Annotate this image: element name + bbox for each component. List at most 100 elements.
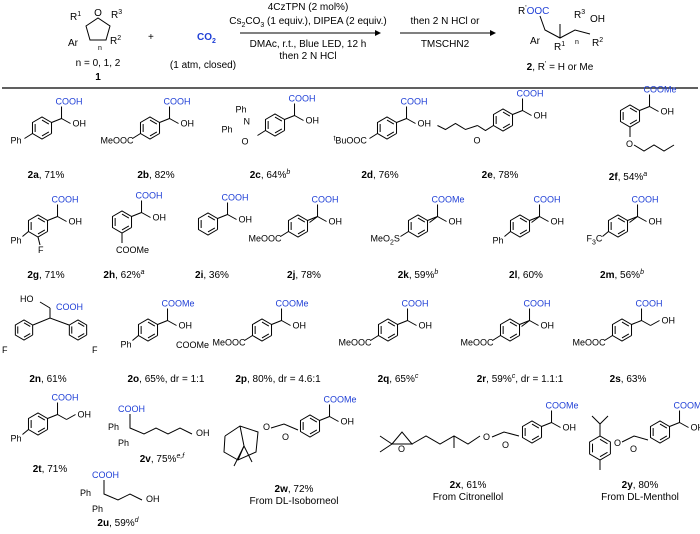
hydroxyl-group: OH (661, 107, 675, 117)
fluoro-group: F (2, 345, 8, 355)
aromatic-bond (309, 429, 318, 435)
epoxide-ring (391, 431, 414, 445)
aromatic-bond (77, 322, 85, 327)
co2-conditions: (1 atm, closed) (170, 60, 236, 71)
aromatic-bond (387, 333, 396, 339)
bond (669, 422, 680, 427)
plus-sign: + (148, 32, 154, 43)
bond (541, 422, 552, 427)
carbonyl-o: O (282, 432, 289, 442)
aromatic-bond (207, 227, 216, 233)
bond (522, 110, 532, 116)
benzene-ring (68, 319, 88, 341)
phenyl-group: Ph (10, 136, 21, 146)
svg-text:O: O (94, 8, 102, 19)
bond (370, 335, 379, 341)
phenyl-group: Ph (10, 236, 21, 246)
product-label-2x: 2x, 61% (450, 480, 487, 491)
aromatic-bond (37, 427, 46, 433)
hydroxyl-group: OH (239, 215, 253, 225)
bond (39, 301, 51, 309)
bond (649, 106, 659, 112)
cooh-group: COOH (289, 94, 316, 104)
aromatic-bond (599, 438, 608, 445)
bond (37, 236, 41, 246)
product-source-2w: From DL-Isoborneol (250, 496, 339, 507)
aromatic-bond (23, 322, 31, 327)
aromatic-bond (41, 131, 50, 137)
ester-group: MeOOC (460, 338, 494, 348)
hydroxyl-group: OH (179, 321, 193, 331)
product-label-2o: 2o, 65%, dr = 1:1 (128, 374, 205, 385)
cooh-group: COOH (312, 195, 339, 205)
methyl-bond (429, 216, 438, 223)
product-source-2x: From Citronellol (433, 492, 504, 503)
coome-group: COOMe (162, 299, 195, 309)
product-label-2t: 2t, 71% (33, 464, 68, 475)
ester-o: O (483, 432, 490, 442)
carbonyl-o: O (473, 136, 480, 146)
product-label-2c: 2c, 64%b (250, 169, 291, 181)
product-label: 2, R' = H or Me (527, 61, 594, 73)
reactant-1: R1 O R3 R2 Ar n n = 0, 1, 2 1 (68, 8, 122, 83)
fluoro-group: F (38, 245, 44, 255)
phenyl-group: Ph (80, 488, 91, 498)
bond (504, 231, 511, 237)
product-label-2m: 2m, 56%b (600, 269, 644, 281)
bond (604, 335, 613, 341)
aromatic-bond (261, 333, 270, 339)
aromatic-bond (509, 321, 518, 327)
aromatic-bond (121, 225, 130, 231)
trifluoromethyl-group: F3C (586, 234, 602, 247)
reactant-label: 1 (95, 72, 101, 83)
bond (257, 130, 266, 136)
aromatic-bond (386, 131, 395, 137)
bond (639, 106, 650, 111)
product-label-2g: 2g, 71% (27, 270, 64, 281)
bond (621, 435, 649, 443)
aromatic-bond (37, 229, 46, 235)
aromatic-bond (417, 229, 426, 235)
bond (32, 317, 70, 326)
coome-group: COOMe (546, 401, 579, 411)
aromatic-bond (386, 119, 395, 125)
bond (512, 110, 523, 115)
hydroxyl-group: OH (662, 316, 676, 326)
bond (317, 216, 327, 222)
carbonyl-o: O (630, 444, 637, 454)
ether-o: O (626, 139, 633, 149)
sulfonyl-group: MeO2S (370, 234, 399, 247)
cooh-group: COOH (52, 393, 79, 403)
methyl-bond (309, 216, 318, 223)
svg-text:Ar: Ar (68, 38, 79, 49)
ester-group: MeOOC (248, 234, 282, 244)
bond (379, 435, 393, 445)
ester-group: MeOOC (100, 136, 134, 146)
ester-group: COOMe (176, 340, 209, 350)
bond (57, 414, 67, 420)
bond (157, 320, 168, 325)
cooh-group: COOH (517, 89, 544, 99)
aromatic-bond (261, 321, 270, 327)
product-label-2f: 2f, 54%a (609, 171, 647, 183)
bridge-bond (237, 425, 245, 461)
bond (51, 118, 62, 123)
hydroxyl-group: OH (551, 217, 565, 227)
svg-text:OH: OH (590, 14, 605, 25)
product-label-2r: 2r, 59%c, dr = 1.1:1 (477, 373, 564, 385)
hydroxyl-group: OH (329, 217, 343, 227)
aromatic-bond (37, 415, 46, 421)
aromatic-bond (659, 435, 668, 441)
product-ester-label: R'OOC (518, 5, 549, 17)
bond (66, 414, 76, 420)
phenyl-group: Ph (92, 504, 103, 514)
bond (169, 118, 179, 124)
bond (294, 115, 304, 121)
cooh-group: COOH (52, 195, 79, 205)
aromatic-bond (519, 229, 528, 235)
aromatic-bond (621, 333, 630, 339)
hydroxyl-group: OH (181, 119, 195, 129)
bond (284, 115, 295, 120)
bond (243, 445, 253, 463)
